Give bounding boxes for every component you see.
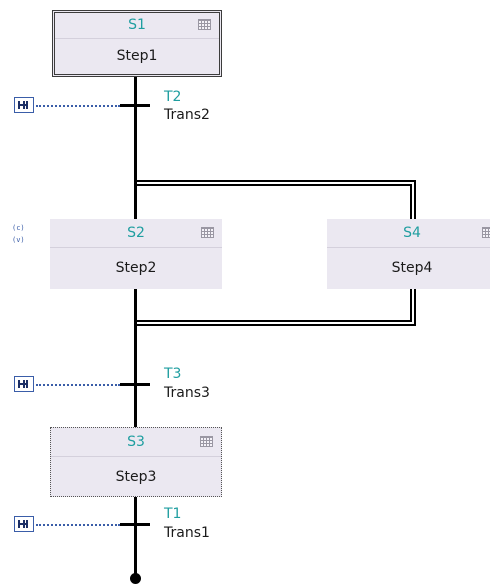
step-s4-id: S4 bbox=[403, 225, 421, 241]
transition-t1-name: Trans1 bbox=[164, 525, 210, 541]
wire-s3-to-end bbox=[134, 497, 137, 577]
join-line-bottom-b bbox=[134, 324, 416, 326]
step-s2-id: S2 bbox=[127, 225, 145, 241]
transition-t2-link bbox=[36, 105, 120, 107]
step-s3-id: S3 bbox=[127, 434, 145, 450]
table-grid-icon[interactable] bbox=[200, 436, 213, 447]
branch-line-top-b bbox=[134, 184, 412, 186]
transition-t3-link bbox=[36, 384, 120, 386]
condition-contact-icon[interactable] bbox=[14, 516, 34, 532]
sequence-end-dot bbox=[130, 573, 141, 584]
step-s1-id: S1 bbox=[128, 17, 146, 33]
step-s4[interactable]: S4 Step4 bbox=[327, 219, 490, 289]
step-s2-interlock-c[interactable]: (c) bbox=[12, 224, 25, 232]
step-s3-name: Step3 bbox=[115, 469, 157, 485]
wire-join-to-s3 bbox=[134, 321, 137, 427]
wire-s2-to-join bbox=[134, 289, 137, 323]
table-grid-icon[interactable] bbox=[201, 227, 214, 238]
transition-t3-id: T3 bbox=[164, 366, 182, 382]
transition-t3-bar[interactable] bbox=[120, 383, 150, 386]
step-s4-name: Step4 bbox=[391, 260, 433, 276]
join-line-bottom-a bbox=[134, 320, 412, 322]
wire-branch-to-s2 bbox=[134, 183, 137, 219]
join-right-up-b bbox=[414, 289, 416, 326]
condition-contact-icon[interactable] bbox=[14, 97, 34, 113]
transition-t1-bar[interactable] bbox=[120, 523, 150, 526]
table-grid-icon[interactable] bbox=[482, 227, 490, 238]
step-s1-name: Step1 bbox=[116, 48, 158, 64]
step-s2[interactable]: S2 Step2 bbox=[50, 219, 222, 289]
branch-line-top-a bbox=[134, 180, 416, 182]
step-s3-header: S3 bbox=[51, 428, 221, 457]
table-grid-icon[interactable] bbox=[198, 19, 211, 30]
wire-s1-to-branch bbox=[134, 77, 137, 185]
step-s1-header: S1 bbox=[55, 13, 219, 39]
step-s2-interlock-v[interactable]: (v) bbox=[12, 236, 25, 244]
transition-t1-id: T1 bbox=[164, 506, 182, 522]
branch-right-down-b bbox=[410, 184, 412, 219]
step-s1[interactable]: S1 Step1 bbox=[52, 10, 222, 77]
transition-t3-name: Trans3 bbox=[164, 385, 210, 401]
transition-t2-id: T2 bbox=[164, 89, 182, 105]
branch-right-down-a bbox=[414, 180, 416, 219]
step-s2-name: Step2 bbox=[115, 260, 157, 276]
step-s4-header: S4 bbox=[327, 219, 490, 248]
transition-t2-name: Trans2 bbox=[164, 107, 210, 123]
condition-contact-icon[interactable] bbox=[14, 376, 34, 392]
step-s3[interactable]: S3 Step3 bbox=[50, 427, 222, 497]
transition-t2-bar[interactable] bbox=[120, 104, 150, 107]
step-s2-header: S2 bbox=[50, 219, 222, 248]
transition-t1-link bbox=[36, 524, 120, 526]
join-right-up-a bbox=[410, 289, 412, 322]
